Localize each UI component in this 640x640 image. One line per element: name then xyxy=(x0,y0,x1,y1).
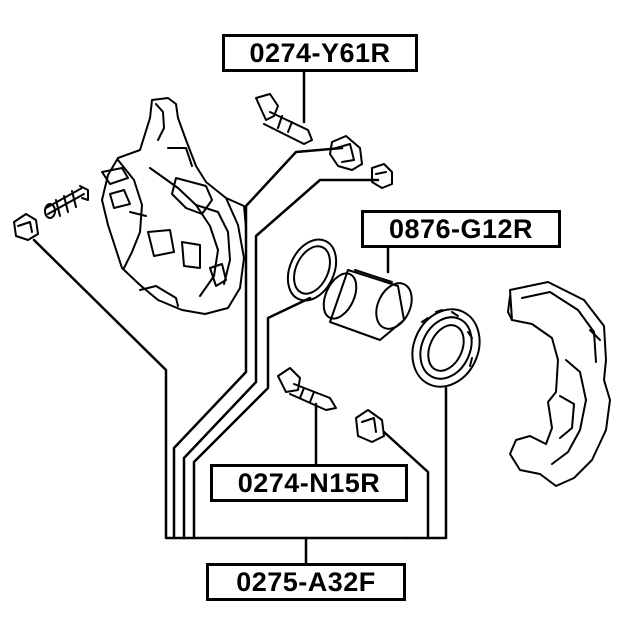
leader-lines xyxy=(32,70,448,565)
leader-bleeder xyxy=(32,238,408,540)
part-number-label-guide-pin-upper: 0274-Y61R xyxy=(222,34,418,72)
dust-boot-lower xyxy=(355,409,385,443)
leader-piston-boot xyxy=(404,386,448,540)
part-number-label-repair-kit: 0275-A32F xyxy=(206,563,406,601)
guide-pin-lower xyxy=(277,367,337,411)
piston xyxy=(322,269,413,341)
leader-y61r-nut xyxy=(182,178,380,540)
guide-pin-upper xyxy=(255,93,313,145)
piston-boot xyxy=(411,308,481,388)
leader-dust-boot-lower xyxy=(382,430,430,540)
leader-seal xyxy=(192,296,312,540)
bleeder-screw xyxy=(44,185,89,219)
bleeder-cap xyxy=(13,213,39,241)
nut-upper xyxy=(371,163,393,189)
part-number-label-guide-pin-lower: 0274-N15R xyxy=(210,464,408,502)
caliper-bracket xyxy=(507,281,611,487)
piston-seal-ring xyxy=(286,238,338,302)
dust-boot-upper xyxy=(329,135,363,171)
caliper-housing xyxy=(101,97,247,315)
leader-y61r-boot xyxy=(172,146,344,540)
part-number-label-piston: 0876-G12R xyxy=(361,210,561,248)
